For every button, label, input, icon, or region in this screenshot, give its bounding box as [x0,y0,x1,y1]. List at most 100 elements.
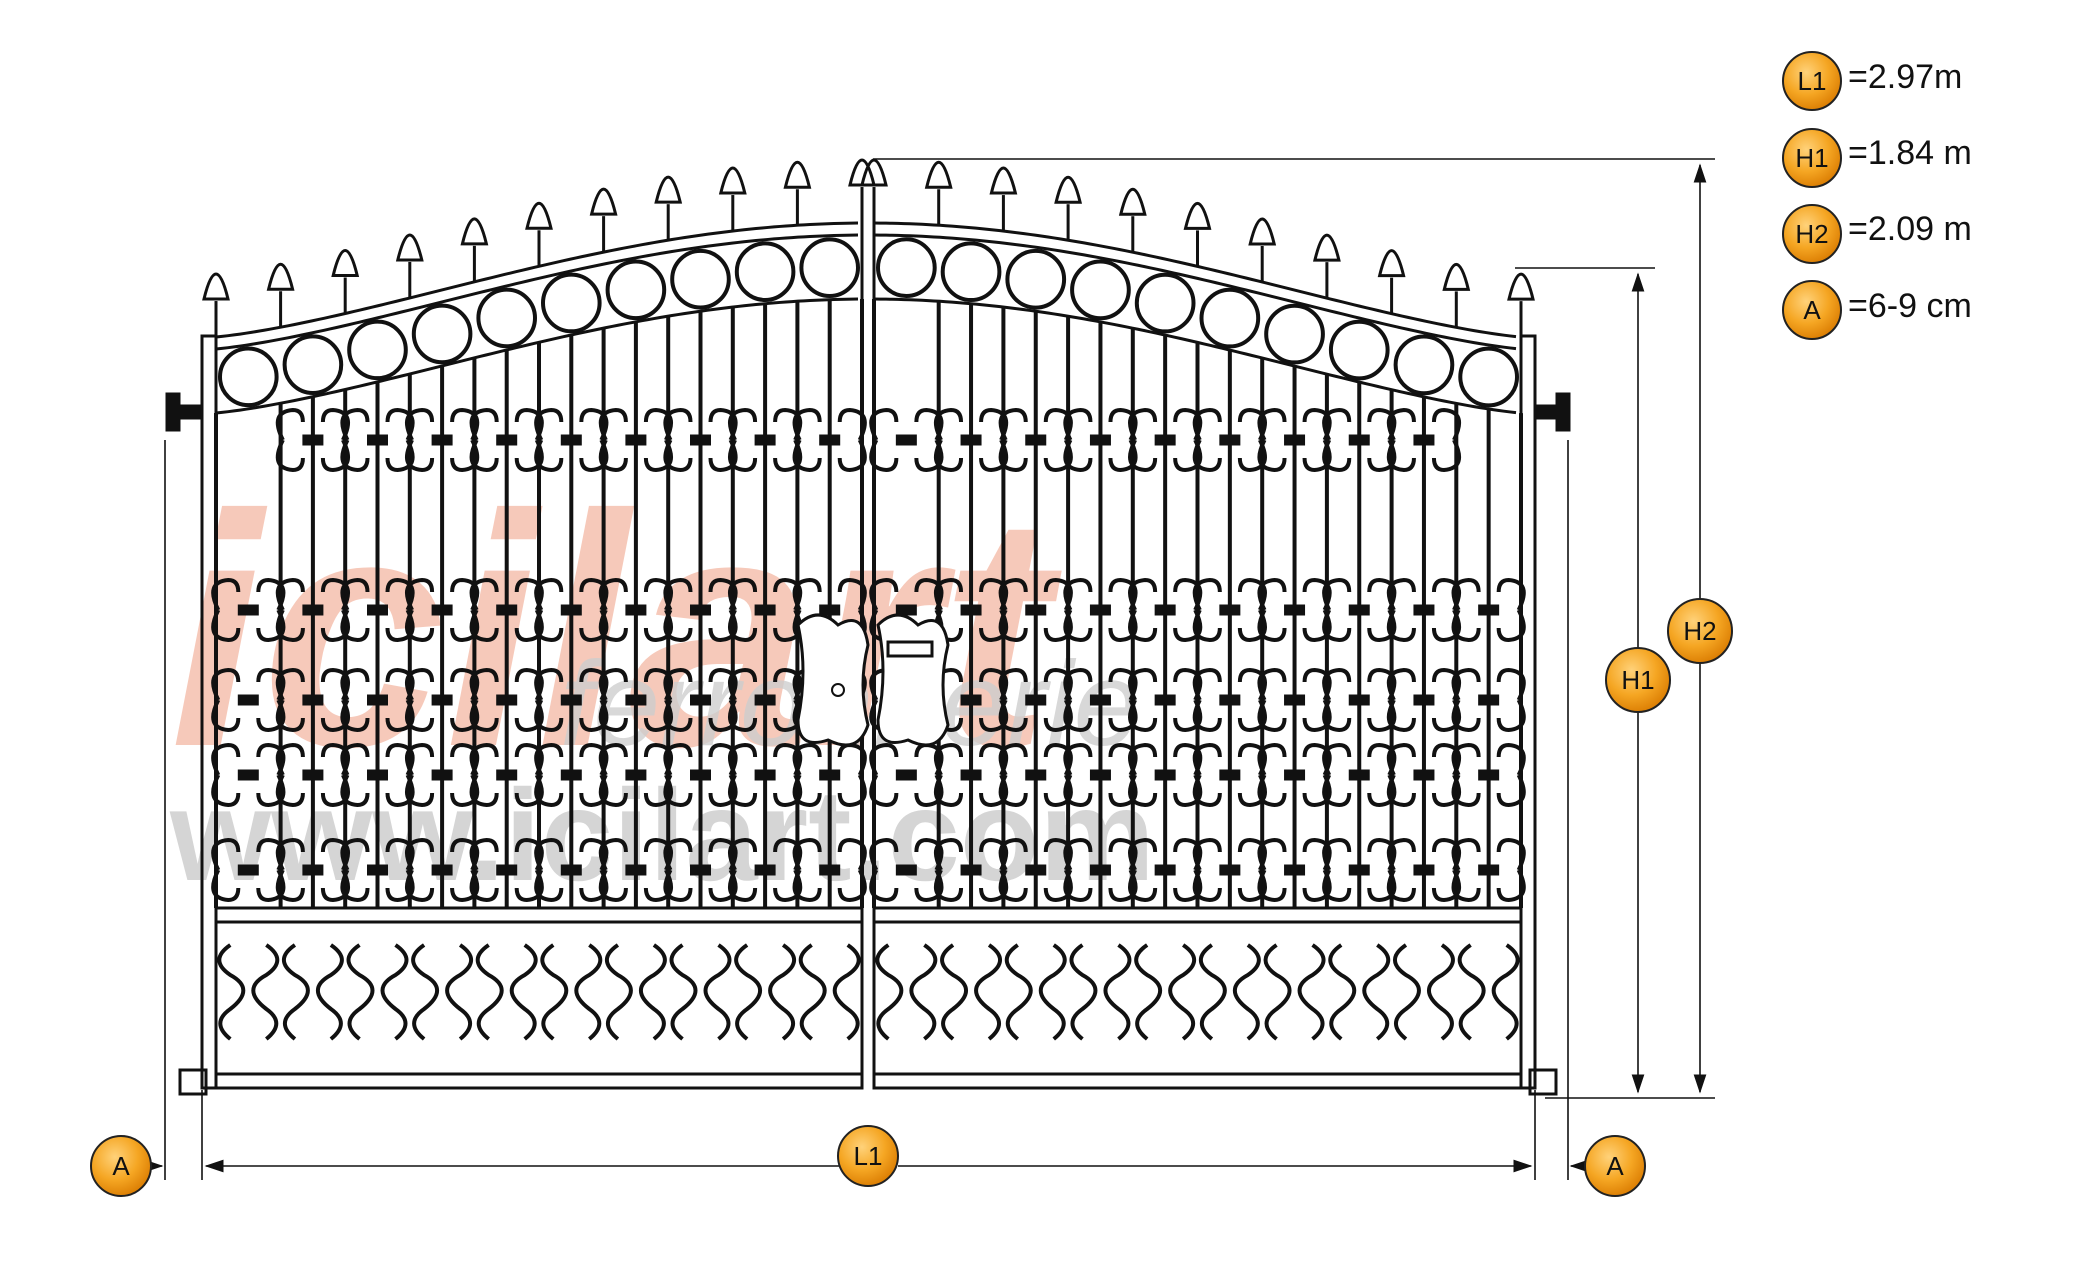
spear-finial [202,272,230,301]
scroll-ornament [933,577,1009,643]
s-scroll-ornament [734,943,797,1041]
ring-ornament [670,248,731,310]
scroll-ornament [275,407,351,473]
lock-plate-right [876,613,950,747]
leaf-mid-rail [872,906,1523,924]
scroll-ornament [1322,577,1397,643]
scroll-ornament [598,667,674,733]
s-scroll-ornament [940,943,1003,1041]
scroll-ornament [998,667,1073,733]
scroll-collar [1025,694,1047,706]
scroll-collar [560,434,582,446]
scroll-ornament [792,577,867,643]
scroll-ornament [869,407,944,473]
scroll-collar [690,694,711,706]
leaf-bottom-rail [214,1072,864,1090]
s-scroll-ornament [540,943,603,1041]
scroll-collar [237,604,259,616]
scroll-collar [1413,604,1435,616]
scroll-collar [1478,864,1500,876]
scroll-collar [625,434,647,446]
scroll-ornament [998,837,1073,903]
scroll-ornament [727,667,803,733]
scroll-collar [690,769,711,781]
scroll-ornament [1257,577,1332,643]
spear-finial [331,249,360,278]
scroll-ornament [1128,667,1203,733]
badge-gap-right: A [1584,1135,1646,1197]
scroll-ornament [727,407,803,473]
scroll-collar [754,694,776,706]
badge-gap-left: A [90,1135,152,1197]
scroll-ornament [1128,742,1203,808]
ring-ornament [411,303,473,365]
scroll-ornament [275,837,351,903]
scroll-collar [1478,604,1500,616]
s-scroll-ornament [475,943,538,1041]
scroll-collar [819,434,841,446]
keyhole [831,683,845,697]
scroll-ornament [1192,407,1267,473]
scroll-ornament [933,667,1009,733]
ring-ornament [218,346,279,408]
scroll-collar [625,864,647,876]
scroll-ornament [727,577,803,643]
wall-mount-right [1555,392,1571,432]
s-scroll-ornament [1457,943,1520,1041]
legend-value: =6-9 cm [1848,287,1972,325]
scroll-ornament [404,577,480,643]
scroll-collar [1348,694,1370,706]
scroll-collar [819,864,841,876]
scroll-ornament [340,742,415,808]
spear-finial [589,187,618,216]
legend-code: H1 [1795,143,1828,173]
legend-item: H1 =1.84 m [1782,128,1972,188]
scroll-collar [690,604,711,616]
scroll-collar [819,769,841,781]
spear-finial [460,217,489,246]
scroll-collar [367,694,388,706]
scroll-ornament [1063,837,1138,903]
bottom-hinge-left [178,1068,208,1096]
s-scroll-ornament [217,943,280,1041]
scroll-collar [1154,864,1176,876]
s-scroll-ornament [346,943,409,1041]
scroll-collar [625,694,647,706]
scroll-ornament [1451,837,1526,903]
scroll-collar [960,434,982,446]
spear-finial [1248,217,1277,246]
s-scroll-ornament [669,943,732,1041]
scroll-ornament [1063,667,1138,733]
scroll-collar [754,769,776,781]
scroll-ornament [727,742,803,808]
scroll-collar [496,434,518,446]
ring-ornament [1458,346,1520,408]
scroll-collar [1478,694,1500,706]
scroll-ornament [1257,742,1332,808]
scroll-collar [1413,434,1435,446]
scroll-collar [625,769,647,781]
scroll-ornament [998,742,1073,808]
scroll-collar [560,864,582,876]
badge-height-peak-label: H2 [1683,616,1716,646]
legend-item: A =6-9 cm [1782,280,1972,340]
scroll-collar [754,434,776,446]
scroll-ornament [1386,837,1462,903]
scroll-ornament [792,407,867,473]
scroll-collar [496,694,518,706]
ring-ornament [1134,272,1196,334]
bottom-hinge-right [1528,1068,1558,1096]
scroll-ornament [1063,407,1138,473]
scroll-collar [1219,604,1241,616]
scroll-collar [1025,769,1047,781]
scroll-ornament [1386,667,1462,733]
scroll-collar [1154,769,1176,781]
ring-ornament [1264,303,1325,365]
badge-height-side: H1 [1605,647,1671,713]
scroll-ornament [1257,837,1332,903]
leaf-top-rail-inner [215,233,859,351]
scroll-collar [496,769,518,781]
scroll-collar [819,604,841,616]
s-scroll-ornament [604,943,667,1041]
scroll-ornament [869,837,944,903]
